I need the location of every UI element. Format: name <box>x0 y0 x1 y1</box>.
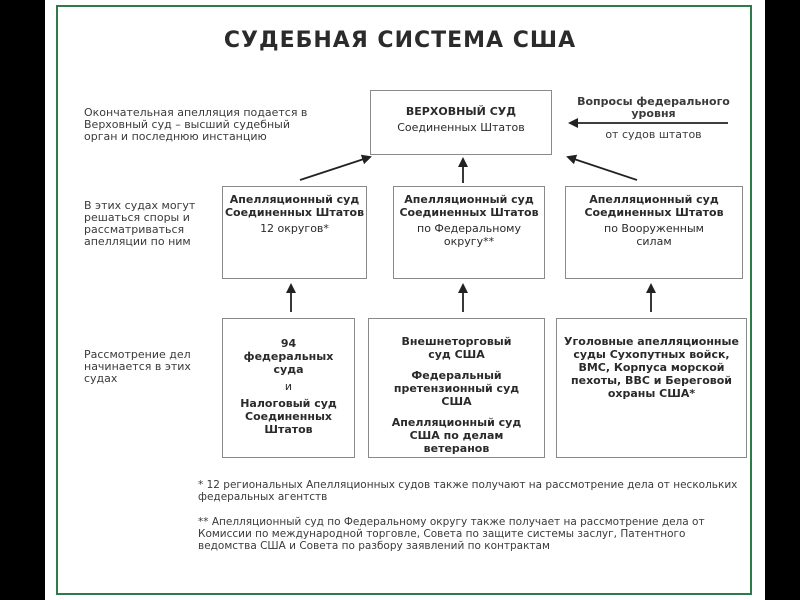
trial-court-and: и <box>284 380 293 393</box>
appeals-court-sub: по Федеральному округу** <box>417 222 521 248</box>
arrow-armed-forces-to-supreme <box>566 154 638 181</box>
trial-court-line: Внешнеторговый суд США <box>401 335 512 361</box>
appeals-court-title: Апелляционный суд Соединенных Штатов <box>224 193 365 219</box>
appeals-court-title: Апелляционный суд Соединенных Штатов <box>584 193 724 219</box>
federal-questions-title: Вопросы федерального уровня <box>577 95 730 120</box>
footnote-regional: * 12 региональных Апелляционных судов та… <box>198 479 738 503</box>
appeals-court-armed-forces: Апелляционный суд Соединенных Штатов по … <box>565 186 743 279</box>
supreme-court-box: ВЕРХОВНЫЙ СУД Соединенных Штатов <box>370 90 552 155</box>
note-trial-courts: Рассмотрение дел начинается в этих судах <box>84 348 191 385</box>
federal-questions-sub: от судов штатов <box>605 128 702 141</box>
trial-courts-special: Внешнеторговый суд США Федеральный прете… <box>368 318 545 458</box>
note-final-appeal: Окончательная апелляция подается в Верхо… <box>84 106 308 143</box>
appeals-court-regional: Апелляционный суд Соединенных Штатов 12 … <box>222 186 367 279</box>
supreme-court-name: ВЕРХОВНЫЙ СУД <box>405 105 517 118</box>
footnote-federal-circuit: ** Апелляционный суд по Федеральному окр… <box>198 516 705 552</box>
arrow-regional-to-supreme <box>299 154 372 181</box>
appeals-court-sub: по Вооруженным силам <box>604 222 704 248</box>
appeals-court-federal-circuit: Апелляционный суд Соединенных Штатов по … <box>393 186 545 279</box>
supreme-court-sub: Соединенных Штатов <box>397 121 525 134</box>
trial-court-line: Уголовные апелляционные суды Сухопутных … <box>564 335 739 400</box>
appeals-court-title: Апелляционный суд Соединенных Штатов <box>399 193 539 219</box>
slide-frame <box>56 5 752 595</box>
trial-court-line: Апелляционный суд США по делам ветеранов <box>391 416 522 455</box>
page-title: СУДЕБНАЯ СИСТЕМА США <box>223 28 577 53</box>
trial-courts-military: Уголовные апелляционные суды Сухопутных … <box>556 318 747 458</box>
appeals-court-sub: 12 округов* <box>260 222 329 235</box>
trial-court-line: Налоговый суд Соединенных Штатов <box>240 397 337 436</box>
trial-court-line: Федеральный претензионный суд США <box>393 369 520 408</box>
trial-courts-district: 94 федеральных суда и Налоговый суд Соед… <box>222 318 355 458</box>
note-appeals-courts: В этих судах могут решаться споры и расс… <box>84 199 196 248</box>
trial-court-line: 94 федеральных суда <box>243 337 334 376</box>
